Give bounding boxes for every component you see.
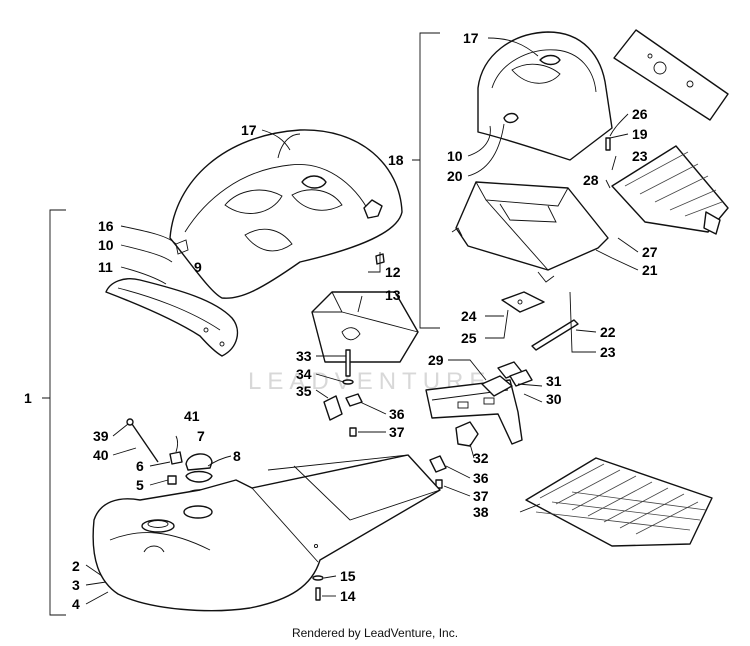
callout-17b: 17 — [463, 30, 479, 46]
tray-21 — [451, 181, 609, 283]
callout-24: 24 — [461, 308, 477, 324]
callout-8: 8 — [233, 448, 241, 464]
callout-16: 16 — [98, 218, 114, 234]
callout-7: 7 — [197, 428, 205, 444]
callout-14: 14 — [340, 588, 356, 604]
callout-25: 25 — [461, 330, 477, 346]
callout-2: 2 — [72, 558, 80, 574]
seat-back-17 — [477, 31, 613, 161]
callout-3: 3 — [72, 577, 80, 593]
callout-26: 26 — [632, 106, 648, 122]
callout-17a: 17 — [241, 122, 257, 138]
rendered-by-footer: Rendered by LeadVenture, Inc. — [291, 626, 459, 640]
floor-mat — [525, 457, 713, 547]
callout-5: 5 — [136, 477, 144, 493]
callout-19: 19 — [632, 126, 648, 142]
callout-21: 21 — [642, 262, 658, 278]
storage-box — [311, 291, 419, 363]
bracket-24 — [501, 291, 545, 313]
callout-35: 35 — [296, 383, 312, 399]
latch-31 — [497, 361, 533, 387]
callout-10a: 10 — [98, 237, 114, 253]
callout-38: 38 — [473, 504, 489, 520]
callout-1: 1 — [24, 390, 32, 406]
callout-13: 13 — [385, 287, 401, 303]
callout-27: 27 — [642, 244, 658, 260]
strap-22 — [531, 319, 579, 351]
callout-41: 41 — [184, 408, 200, 424]
pin-19 — [605, 137, 611, 151]
callout-9: 9 — [194, 259, 202, 275]
callout-11: 11 — [98, 259, 113, 275]
callout-31: 31 — [546, 373, 562, 389]
callout-22: 22 — [600, 324, 616, 340]
callout-12: 12 — [385, 264, 401, 280]
callout-40: 40 — [93, 447, 109, 463]
callout-6: 6 — [136, 458, 144, 474]
callout-20: 20 — [447, 168, 463, 184]
callout-39: 39 — [93, 428, 109, 444]
callout-23a: 23 — [632, 148, 648, 164]
callout-37a: 37 — [389, 424, 405, 440]
callout-36a: 36 — [389, 406, 405, 422]
hinge-30 — [481, 375, 513, 397]
group-bracket-18 — [412, 32, 440, 329]
callout-18: 18 — [388, 152, 404, 168]
seat-side-panel — [105, 278, 239, 357]
callout-36b: 36 — [473, 470, 489, 486]
callouts: 1 2 3 4 5 6 7 8 9 10 10 11 12 13 14 15 1… — [24, 30, 658, 612]
callout-33: 33 — [296, 348, 312, 364]
callout-29: 29 — [428, 352, 444, 368]
backrest-pad-26 — [613, 29, 729, 121]
rack-insert-27 — [611, 145, 729, 235]
callout-10b: 10 — [447, 148, 463, 164]
callout-28: 28 — [583, 172, 599, 188]
rear-seat — [169, 129, 403, 299]
callout-32: 32 — [473, 450, 489, 466]
callout-4: 4 — [72, 596, 80, 612]
callout-15: 15 — [340, 568, 356, 584]
callout-34: 34 — [296, 366, 312, 382]
leader-lines — [85, 37, 639, 605]
callout-37b: 37 — [473, 488, 489, 504]
fuel-tank-body — [92, 454, 441, 612]
bracket-32 — [455, 421, 479, 447]
group-bracket-1 — [42, 209, 66, 616]
callout-23b: 23 — [600, 344, 616, 360]
callout-30: 30 — [546, 391, 562, 407]
